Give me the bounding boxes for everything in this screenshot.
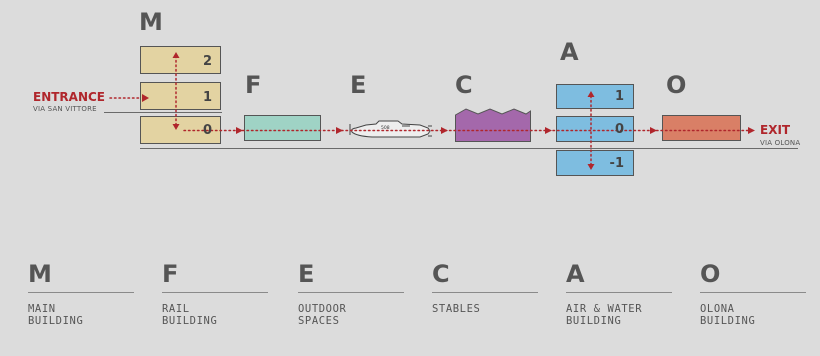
air-water-level-minus-1-number: -1 (609, 156, 624, 171)
legend-label: OLONA BUILDING (700, 303, 756, 327)
legend-divider (566, 292, 672, 293)
main-level-2-number: 2 (202, 54, 212, 69)
air-water-level-minus-1 (556, 150, 634, 176)
entrance-label: ENTRANCE (33, 90, 105, 104)
legend-divider (298, 292, 404, 293)
exit-street: VIA OLONA (760, 139, 801, 147)
building-letter-f: F (245, 71, 262, 99)
arrow-into-submarine (336, 127, 343, 134)
building-letter-m: M (139, 8, 163, 36)
legend-letter: F (162, 260, 179, 288)
submarine-number: 508 (381, 125, 390, 131)
air-water-level-0 (556, 116, 634, 142)
air-water-level-1-number: 1 (614, 89, 624, 104)
legend-letter: A (566, 260, 585, 288)
arrow-into-air-water (545, 127, 552, 134)
main-down-arrow (172, 124, 180, 130)
building-letter-a: A (560, 38, 579, 66)
legend-label: OUTDOOR SPACES (298, 303, 347, 327)
air-water-down-arrow (587, 164, 595, 170)
main-up-arrow (172, 52, 180, 58)
legend-main-building: M MAIN BUILDING (28, 262, 134, 327)
air-water-level-0-number: 0 (614, 122, 624, 137)
air-water-level-1 (556, 84, 634, 109)
legend-label: AIR & WATER BUILDING (566, 303, 643, 327)
legend-label: STABLES (432, 303, 481, 315)
legend-air-water-building: A AIR & WATER BUILDING (566, 262, 672, 327)
legend-divider (162, 292, 268, 293)
exit-arrow (748, 127, 755, 134)
main-building-level-2 (140, 46, 221, 74)
arrow-into-rail (236, 127, 243, 134)
air-water-up-arrow (587, 91, 595, 97)
legend-label: MAIN BUILDING (28, 303, 84, 327)
legend-olona-building: O OLONA BUILDING (700, 262, 806, 327)
legend-label: RAIL BUILDING (162, 303, 218, 327)
legend-divider (700, 292, 806, 293)
olona-building (662, 115, 741, 141)
building-letter-c: C (455, 71, 473, 99)
legend-letter: O (700, 260, 721, 288)
legend-letter: E (298, 260, 315, 288)
legend-divider (432, 292, 538, 293)
main-level-0-number: 0 (202, 123, 212, 138)
entrance-street: VIA SAN VITTORE (33, 105, 97, 113)
main-level-1-number: 1 (202, 90, 212, 105)
legend-stables: C STABLES (432, 262, 538, 315)
legend-letter: M (28, 260, 52, 288)
legend-rail-building: F RAIL BUILDING (162, 262, 268, 327)
entrance-arrow (142, 94, 149, 102)
building-letter-o: O (666, 71, 687, 99)
stables-building (455, 108, 531, 142)
submarine-icon (349, 120, 432, 138)
main-building-level-1 (140, 82, 221, 110)
arrow-into-olona (650, 127, 657, 134)
exit-label: EXIT (760, 123, 791, 137)
arrow-into-stables (441, 127, 448, 134)
legend-outdoor-spaces: E OUTDOOR SPACES (298, 262, 404, 327)
legend-divider (28, 292, 134, 293)
rail-building (244, 115, 321, 141)
legend-letter: C (432, 260, 450, 288)
building-letter-e: E (350, 71, 367, 99)
